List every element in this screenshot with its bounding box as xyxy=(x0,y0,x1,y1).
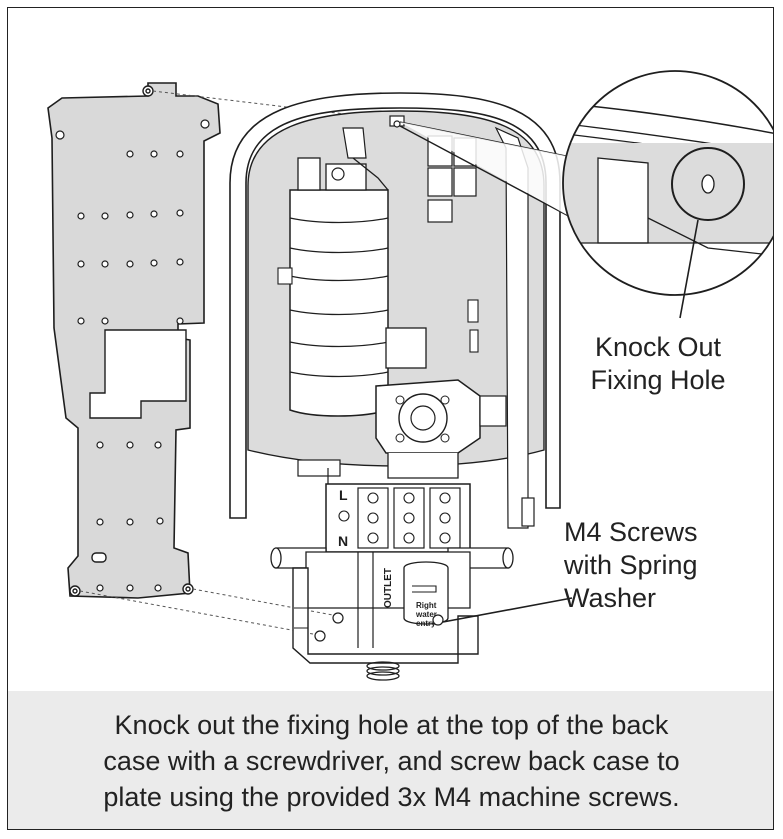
outlet-label: OUTLET xyxy=(383,568,394,608)
plate-holes xyxy=(55,119,210,592)
plate-screw-points xyxy=(69,85,194,597)
instruction-frame: L N OUTLET Right water entry xyxy=(7,7,774,830)
base-bracket xyxy=(292,567,479,664)
m4-screws xyxy=(314,612,444,642)
alignment-lines xyxy=(79,90,379,635)
instruction-caption: Knock out the fixing hole at the top of … xyxy=(73,707,709,815)
water-pipes: OUTLET Right water entry xyxy=(270,547,514,648)
terminal-block: L N xyxy=(325,483,471,553)
terminal-label-live: L xyxy=(339,487,348,503)
water-entry-label-1: Right xyxy=(416,601,437,610)
circuit-components xyxy=(467,299,479,353)
screws-leader-line xyxy=(442,597,573,623)
knockout-callout: Knock Out Fixing Hole xyxy=(568,331,748,397)
screws-callout-line3: Washer xyxy=(564,583,657,613)
flow-valve-assembly xyxy=(375,327,507,479)
spring xyxy=(366,661,400,681)
screws-callout-line1: M4 Screws xyxy=(564,517,698,547)
instruction-caption-panel: Knock out the fixing hole at the top of … xyxy=(8,691,773,829)
knockout-callout-line2: Fixing Hole xyxy=(590,365,726,395)
water-entry-label-2: water xyxy=(415,610,437,619)
instruction-line3: plate using the provided 3x M4 machine s… xyxy=(103,782,680,812)
terminal-label-neutral: N xyxy=(338,533,348,549)
zoom-detail xyxy=(399,70,773,319)
plate-cutout xyxy=(89,329,187,419)
knockout-callout-line1: Knock Out xyxy=(594,332,722,362)
screws-callout: M4 Screws with Spring Washer xyxy=(564,516,764,615)
instruction-line2: case with a screwdriver, and screw back … xyxy=(103,746,680,776)
installation-illustration: L N OUTLET Right water entry xyxy=(47,70,773,681)
mounting-plate xyxy=(47,82,221,599)
instruction-line1: Knock out the fixing hole at the top of … xyxy=(114,710,669,740)
water-entry-label-3: entry xyxy=(416,619,436,628)
screws-callout-line2: with Spring xyxy=(564,550,698,580)
